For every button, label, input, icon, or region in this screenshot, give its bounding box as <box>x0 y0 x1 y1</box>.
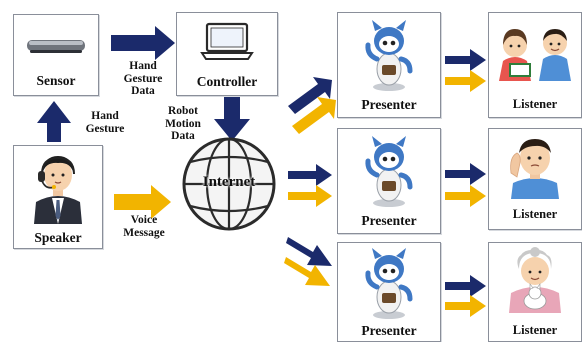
listener-node-3: Listener <box>488 242 582 342</box>
laptop-icon <box>200 22 254 60</box>
arrow-voice-to-presenter-3 <box>284 257 330 286</box>
presenter-node-1: Presenter <box>337 12 441 118</box>
robot-icon <box>365 248 413 319</box>
sensor-to-controller-note: Hand Gesture Data <box>123 60 163 97</box>
speaker-with-headset-icon <box>34 156 82 224</box>
arrow-motion-to-presenter-2 <box>288 164 332 186</box>
arrow-voice-to-listener-2 <box>445 185 486 207</box>
speaker-node: Speaker <box>13 145 103 249</box>
motion-sensor-bar-icon <box>27 40 85 53</box>
arrow-speaker-to-sensor <box>37 101 71 142</box>
listener-node-1: Listener <box>488 12 582 118</box>
speaker-to-internet-note: Voice Message <box>123 214 165 239</box>
arrow-voice-to-internet <box>114 185 171 219</box>
sensor-label: Sensor <box>36 73 76 88</box>
arrow-voice-to-listener-1 <box>445 70 486 92</box>
children-reading-icon <box>499 29 571 81</box>
speaker-to-sensor-note: Hand Gesture <box>85 110 125 135</box>
presenter-label-2: Presenter <box>361 213 417 228</box>
presenter-label-1: Presenter <box>361 97 417 112</box>
sensor-node: Sensor <box>13 14 99 96</box>
arrow-controller-to-internet <box>214 96 250 141</box>
presenter-label-3: Presenter <box>361 323 417 338</box>
speaker-label: Speaker <box>34 230 82 245</box>
arrow-motion-to-listener-2 <box>445 163 486 185</box>
arrow-voice-to-listener-3 <box>445 295 486 317</box>
listener-node-2: Listener <box>488 128 582 230</box>
arrow-voice-to-presenter-1 <box>292 97 336 134</box>
arrow-voice-to-presenter-2 <box>288 185 332 207</box>
arrow-motion-to-presenter-3 <box>286 237 332 266</box>
presenter-node-3: Presenter <box>337 242 441 342</box>
listener-label-2: Listener <box>512 207 558 221</box>
controller-label: Controller <box>196 74 258 89</box>
robot-icon <box>365 20 413 91</box>
arrow-motion-to-presenter-1 <box>288 77 332 114</box>
robot-icon <box>365 136 413 207</box>
globe-icon <box>182 137 276 231</box>
internet-label: Internet <box>202 174 256 190</box>
controller-node: Controller <box>176 12 278 96</box>
arrow-motion-to-listener-3 <box>445 275 486 297</box>
listener-label-3: Listener <box>512 323 558 337</box>
arrow-sensor-to-controller <box>111 26 175 60</box>
presenter-node-2: Presenter <box>337 128 441 234</box>
man-listening-icon <box>510 139 559 199</box>
arrow-motion-to-listener-1 <box>445 49 486 71</box>
controller-to-internet-note: Robot Motion Data <box>165 105 201 142</box>
listener-label-1: Listener <box>512 97 558 111</box>
grandmother-with-cat-icon <box>509 247 561 313</box>
